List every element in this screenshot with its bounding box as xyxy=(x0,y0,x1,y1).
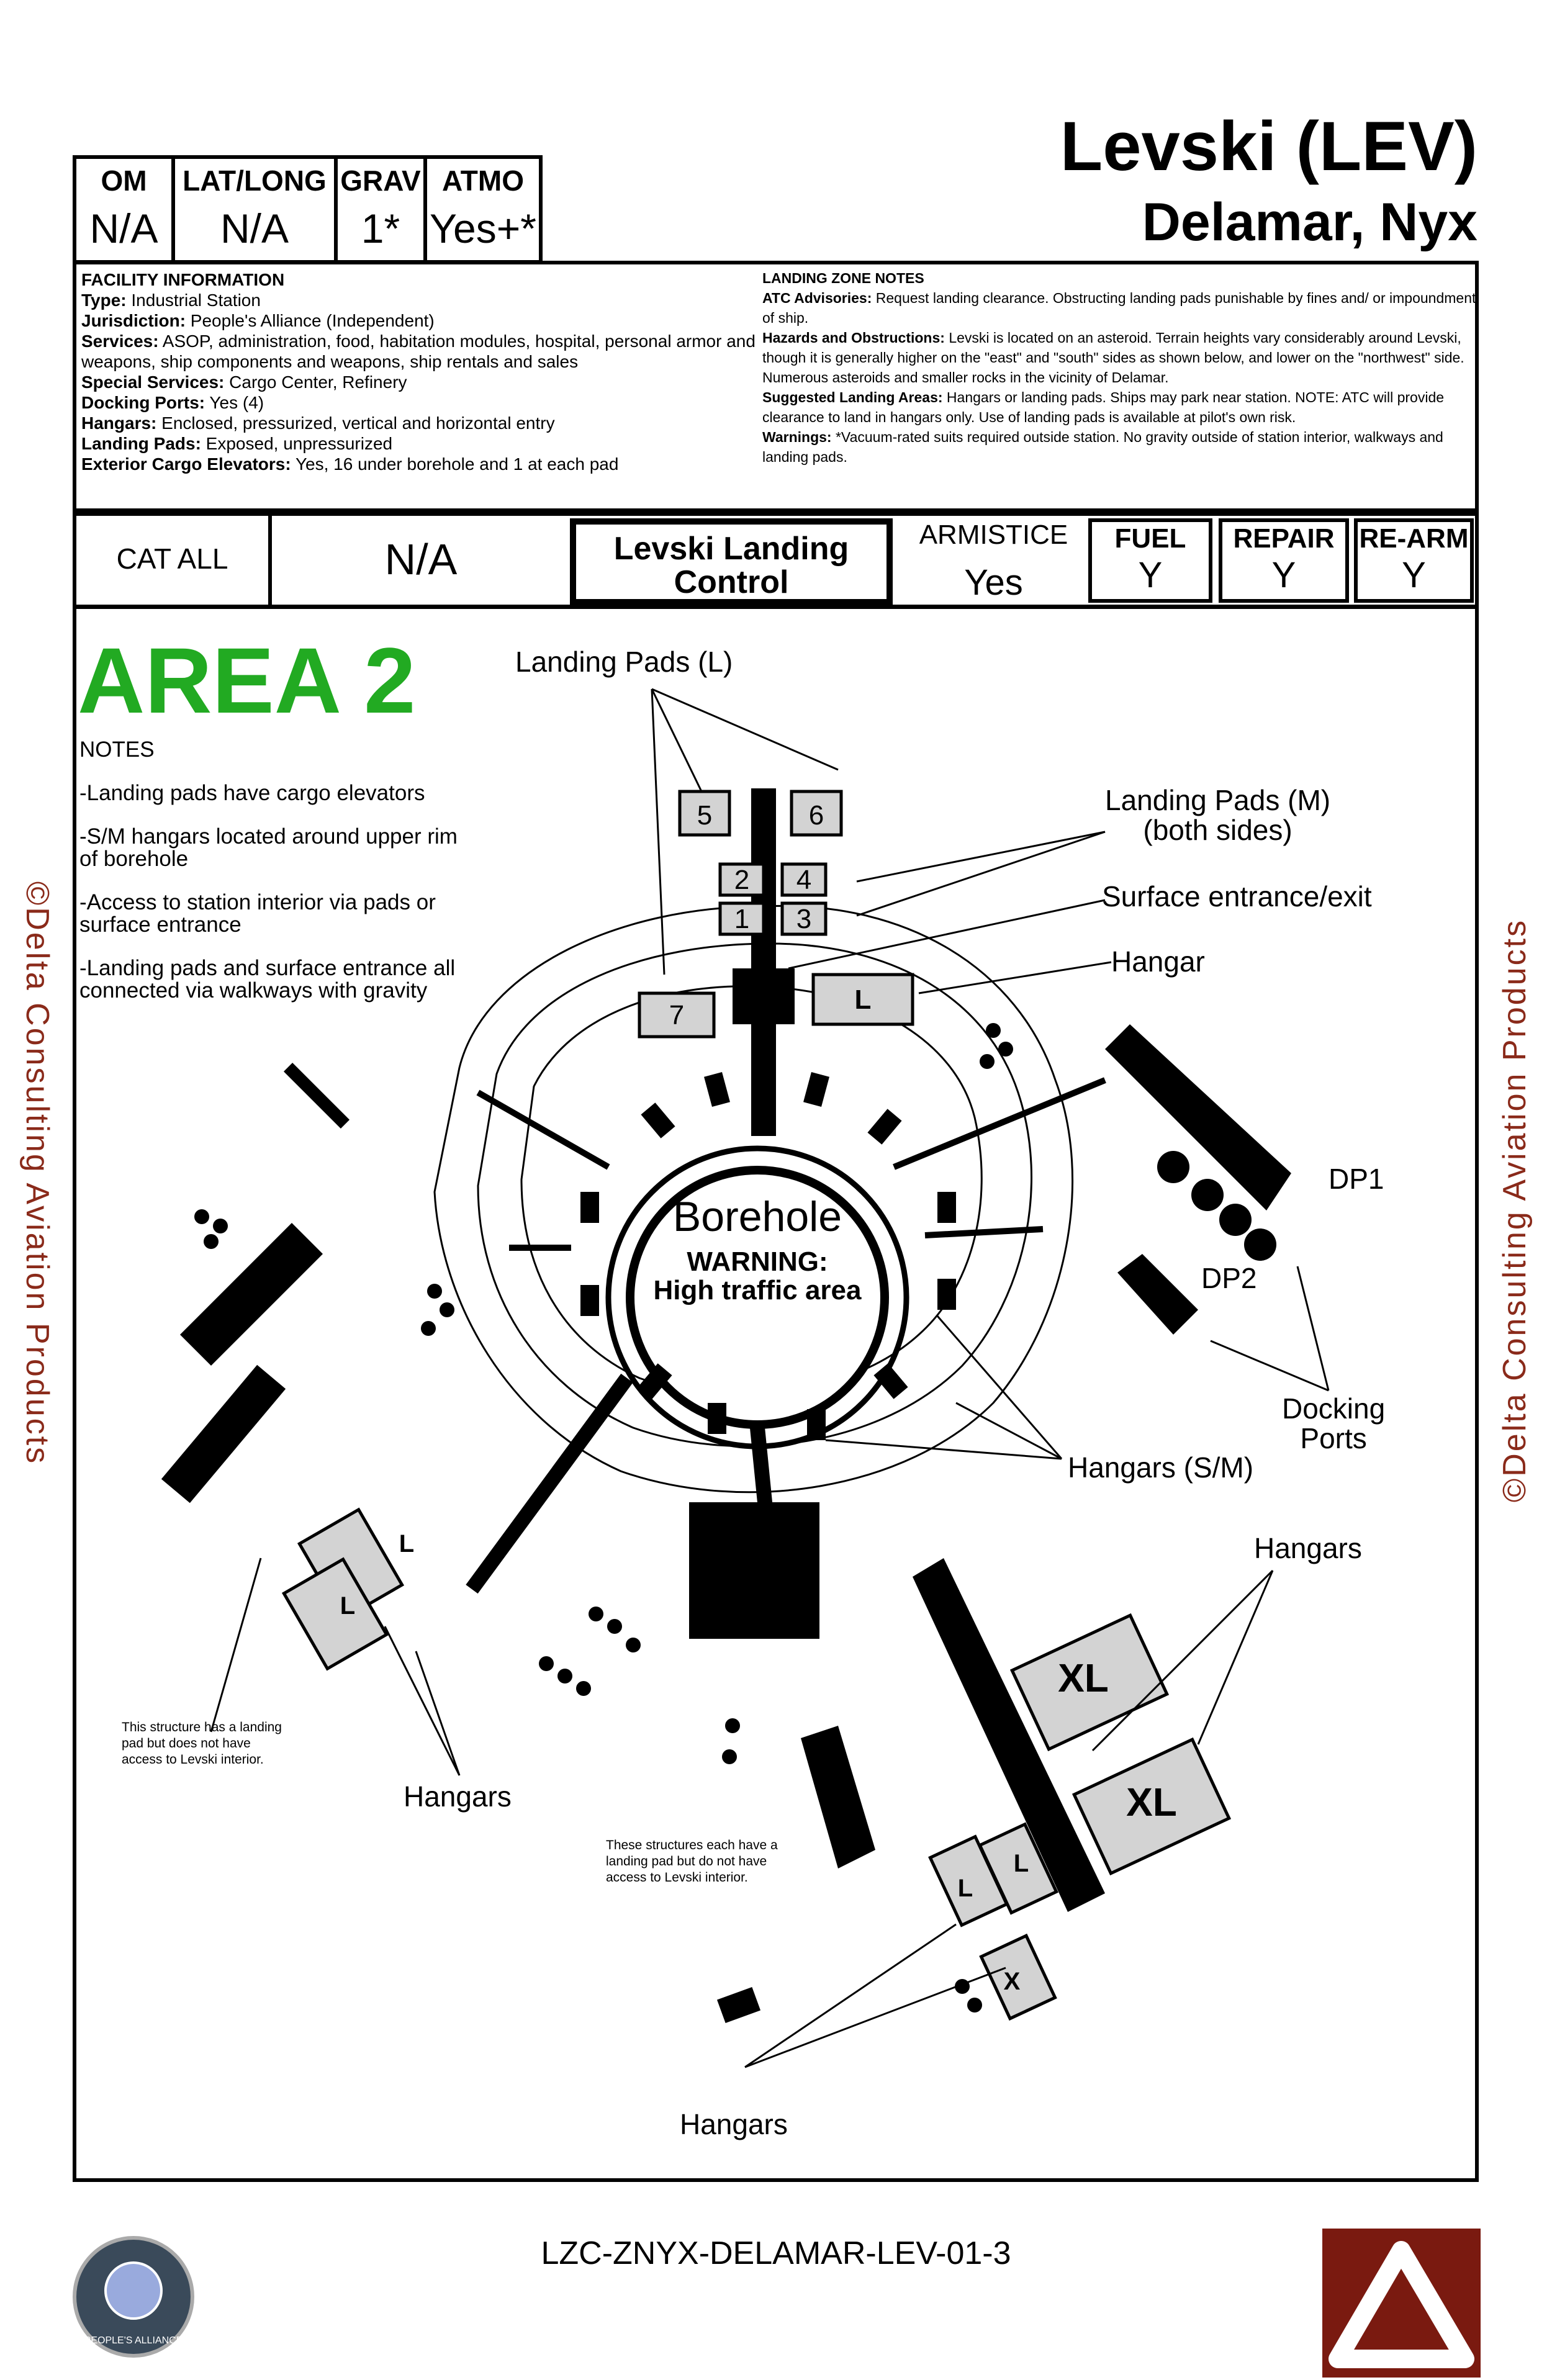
label-hangar: Hangar xyxy=(1111,947,1205,976)
label-warning: WARNING: High traffic area xyxy=(633,1248,882,1305)
label-docking-ports: Docking Ports xyxy=(1282,1394,1385,1454)
note-bottom-structures: These structures each have a landing pad… xyxy=(606,1837,792,1886)
note-item: -S/M hangars located around upper rim of… xyxy=(79,826,477,870)
label-dp1: DP1 xyxy=(1329,1164,1384,1194)
copyright-right: ©Delta Consulting Aviation Products xyxy=(1490,869,1546,1564)
note-item: -Landing pads and surface entrance all c… xyxy=(79,957,514,1002)
label-borehole: Borehole xyxy=(633,1195,882,1239)
pad-2-label: 2 xyxy=(734,865,749,895)
hangar-s2-size: L xyxy=(1014,1850,1029,1877)
hangar-w2-size: L xyxy=(340,1592,355,1620)
pad-7-label: 7 xyxy=(669,1000,684,1030)
copyright-right-text: ©Delta Consulting Aviation Products xyxy=(1496,863,1533,1558)
area-title: AREA 2 xyxy=(78,627,416,734)
chart-code: LZC-ZNYX-DELAMAR-LEV-01-3 xyxy=(0,2235,1552,2272)
pad-6-label: 6 xyxy=(809,800,824,831)
pad-4-label: 4 xyxy=(796,865,811,895)
label-dp2: DP2 xyxy=(1201,1263,1256,1293)
note-item: -Landing pads have cargo elevators xyxy=(79,782,514,805)
hangar-xl2-size: XL xyxy=(1126,1780,1177,1824)
docking-ports xyxy=(1105,1024,1291,1335)
label-landing-pads-m: Landing Pads (M) (both sides) xyxy=(1105,785,1330,845)
label-landing-pads-l: Landing Pads (L) xyxy=(515,647,733,677)
note-item: -Access to station interior via pads or … xyxy=(79,891,477,936)
peoples-alliance-logo-text: PEOPLE'S ALLIANCE xyxy=(84,2335,183,2346)
rock-clusters xyxy=(194,1023,1013,2013)
label-hangars-right: Hangars xyxy=(1254,1533,1362,1563)
pad-5-label: 5 xyxy=(697,800,712,831)
hangar-s1-size: L xyxy=(958,1875,973,1902)
notes-heading: NOTES xyxy=(79,739,514,761)
label-hangars-bottom: Hangars xyxy=(680,2109,788,2139)
label-hangars-sm: Hangars (S/M) xyxy=(1068,1453,1253,1482)
hangar-w1-size: L xyxy=(399,1530,414,1557)
label-hangars-left: Hangars xyxy=(404,1782,512,1811)
pad-1-label: 1 xyxy=(734,904,749,934)
copyright-left: ©Delta Consulting Aviation Products xyxy=(12,819,68,1515)
label-surface-entrance: Surface entrance/exit xyxy=(1102,881,1372,911)
hangar-s3-size: X xyxy=(1004,1968,1021,1995)
hangar-xl1-size: XL xyxy=(1058,1656,1109,1700)
map-notes: NOTES -Landing pads have cargo elevators… xyxy=(79,739,514,1023)
note-left-structure: This structure has a landing pad but doe… xyxy=(122,1720,283,1768)
pad-3-label: 3 xyxy=(796,904,811,934)
hangar-north-size: L xyxy=(855,985,872,1015)
copyright-left-text: ©Delta Consulting Aviation Products xyxy=(19,826,56,1521)
